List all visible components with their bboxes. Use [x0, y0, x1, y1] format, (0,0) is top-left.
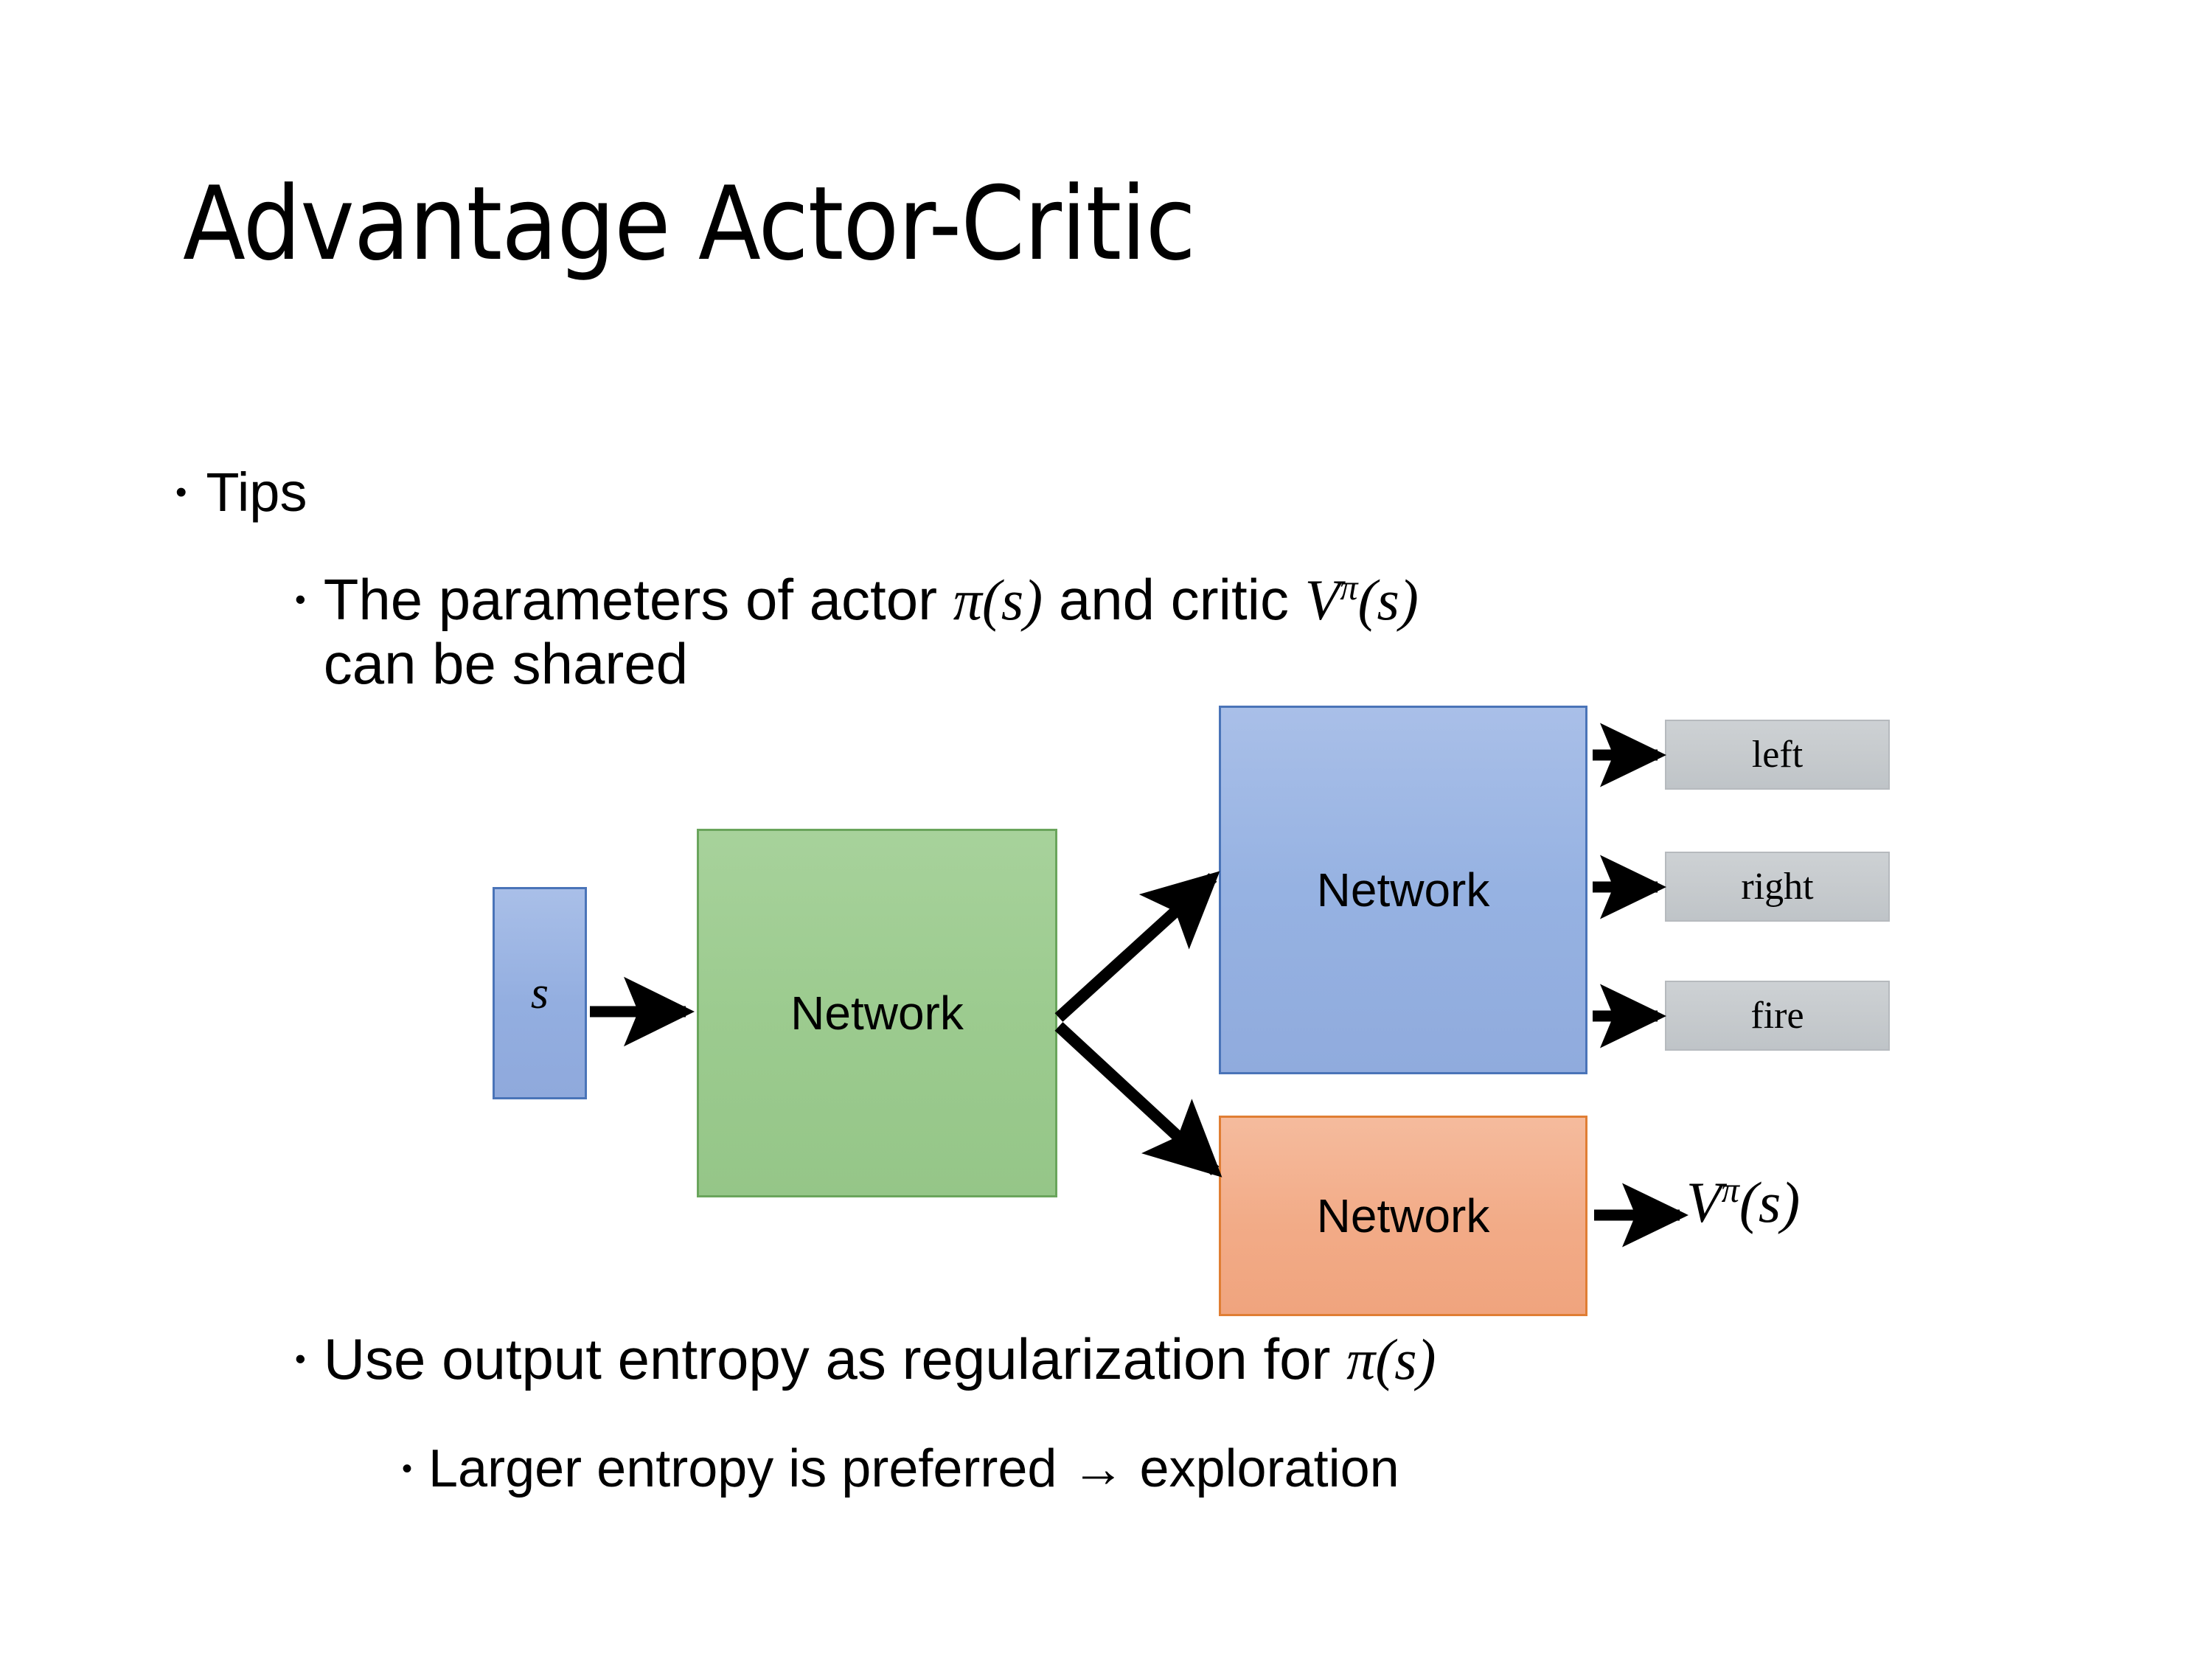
actor-network-label: Network — [1316, 863, 1490, 917]
shared-network-label: Network — [790, 987, 964, 1040]
arrow-shared-to-actor — [1054, 871, 1220, 1022]
actor-network-box: Network — [1219, 706, 1587, 1074]
critic-value-base: V — [1304, 568, 1340, 632]
critic-output-superscript: π — [1721, 1171, 1739, 1210]
shared-network-box: Network — [697, 829, 1057, 1197]
shared-params-middle: and critic — [1043, 567, 1305, 632]
action-output-right-label: right — [1741, 866, 1814, 908]
action-output-left: left — [1665, 720, 1890, 790]
entropy-policy-symbol: π(s) — [1346, 1327, 1436, 1391]
entropy-prefix: Use output entropy as regularization for — [323, 1326, 1347, 1391]
critic-network-box: Network — [1219, 1116, 1587, 1316]
bullet-dot-icon: • — [402, 1453, 413, 1485]
bullet-shared-parameters-text: The parameters of actor π(s) and critic … — [323, 567, 1419, 697]
critic-value-symbol: Vπ(s) — [1305, 568, 1419, 632]
shared-params-line2: can be shared — [323, 631, 689, 697]
bullet-tips: • Tips — [175, 463, 307, 522]
state-input-box: s — [493, 887, 587, 1099]
action-output-left-label: left — [1751, 734, 1804, 776]
page-title: Advantage Actor-Critic — [183, 164, 1196, 283]
action-output-fire: fire — [1665, 981, 1890, 1051]
action-output-fire-label: fire — [1750, 995, 1804, 1037]
bullet-entropy-text: Use output entropy as regularization for… — [323, 1326, 1436, 1391]
action-output-right: right — [1665, 852, 1890, 922]
shared-params-prefix: The parameters of actor — [323, 567, 953, 632]
bullet-dot-icon: • — [175, 474, 187, 510]
critic-network-label: Network — [1316, 1189, 1490, 1242]
critic-value-arg: (s) — [1357, 568, 1419, 632]
bullet-dot-icon: • — [295, 582, 306, 616]
critic-output-arg: (s) — [1739, 1170, 1801, 1234]
bullet-exploration: • Larger entropy is preferred → explorat… — [402, 1439, 2171, 1499]
bullet-exploration-label: Larger entropy is preferred → exploratio… — [428, 1439, 1399, 1498]
bullet-entropy-regularization: • Use output entropy as regularization f… — [295, 1326, 2138, 1391]
critic-value-output-label: Vπ(s) — [1686, 1169, 1800, 1236]
bullet-tips-label: Tips — [206, 462, 307, 523]
state-symbol-label: s — [530, 967, 549, 1018]
critic-output-base: V — [1686, 1170, 1722, 1234]
bullet-dot-icon: • — [295, 1341, 306, 1376]
critic-value-superscript: π — [1340, 568, 1358, 608]
arrow-shared-to-critic — [1054, 1022, 1222, 1178]
actor-policy-symbol: π(s) — [953, 568, 1043, 632]
bullet-shared-parameters: • The parameters of actor π(s) and criti… — [295, 567, 2109, 697]
